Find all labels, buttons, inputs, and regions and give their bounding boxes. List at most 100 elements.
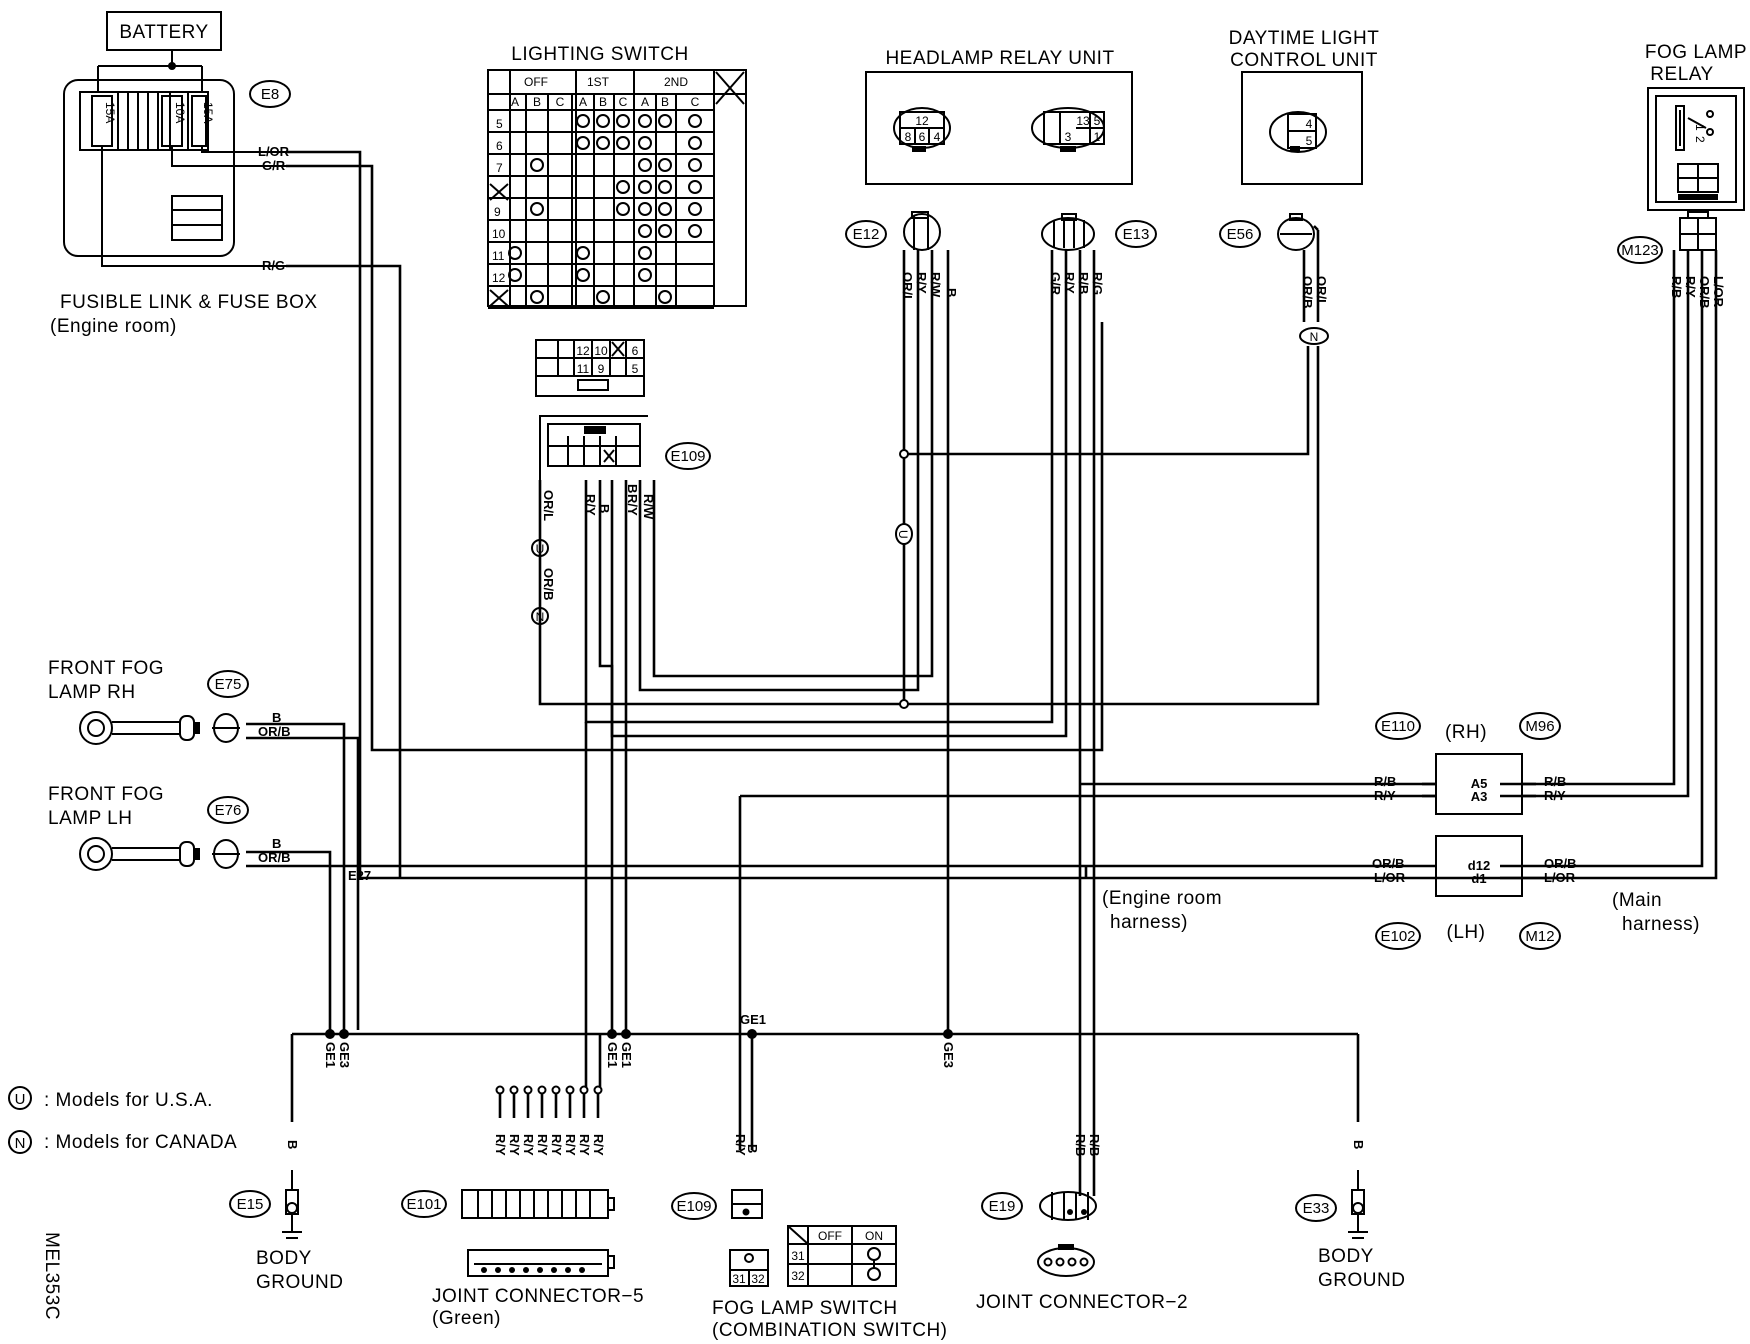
connector-e109-body	[539, 415, 648, 480]
svg-text:GE1: GE1	[619, 1042, 634, 1068]
lighting-switch-connector-face: 12 10 6 11 9 5	[535, 339, 645, 397]
svg-text:R/Y: R/Y	[493, 1134, 508, 1156]
svg-text:OR/L: OR/L	[541, 490, 556, 521]
front-fog-lh-label-2: LAMP LH	[48, 808, 132, 829]
svg-text:OR/B: OR/B	[1372, 856, 1405, 871]
model-u-marker-e12: U	[895, 523, 913, 545]
svg-text:R/Y: R/Y	[914, 272, 929, 294]
switch-contact	[638, 224, 652, 238]
svg-text:5: 5	[632, 362, 639, 376]
svg-text:E76: E76	[215, 802, 242, 819]
plug-e56	[1277, 213, 1315, 251]
svg-text:B: B	[944, 288, 959, 297]
switch-contact	[576, 136, 590, 150]
svg-text:OR/B: OR/B	[258, 724, 291, 739]
switch-contact	[688, 158, 702, 172]
svg-text:12: 12	[492, 271, 506, 285]
connector-e56: E56	[1219, 220, 1261, 248]
svg-text:6: 6	[496, 139, 503, 153]
svg-text:U: U	[896, 530, 910, 539]
connector-e15: E15	[229, 1190, 271, 1218]
svg-text:R/W: R/W	[641, 494, 656, 520]
connector-e13: E13	[1115, 220, 1157, 248]
svg-text:9: 9	[598, 362, 605, 376]
body-ground-2-label: BODY	[1318, 1246, 1374, 1267]
svg-text:E56: E56	[1227, 226, 1254, 243]
junction-ge1: GE1	[740, 1012, 766, 1027]
svg-text:E109: E109	[670, 448, 705, 465]
svg-text:13: 13	[1076, 114, 1090, 128]
switch-contact	[658, 180, 672, 194]
switch-contact	[576, 268, 590, 282]
svg-text:A: A	[511, 95, 519, 109]
front-fog-lamp-lh	[79, 837, 240, 871]
connector-e109-switch: E109	[671, 1192, 717, 1220]
svg-text:d12: d12	[1468, 858, 1490, 873]
svg-text:N: N	[1310, 330, 1319, 344]
fog-relay-label-2: RELAY	[1650, 64, 1713, 85]
fuse-box-sublabel: (Engine room)	[50, 316, 177, 337]
svg-text:A5: A5	[1471, 776, 1488, 791]
svg-text:31: 31	[791, 1249, 805, 1263]
svg-text:R/B: R/B	[1073, 1134, 1088, 1156]
switch-contact	[638, 268, 652, 282]
fuse-15a-1: 15A	[103, 102, 117, 123]
svg-text:: Models for U.S.A.: : Models for U.S.A.	[44, 1090, 213, 1111]
plug-m123	[1679, 211, 1717, 251]
switch-contact	[658, 290, 672, 304]
connector-e33: E33	[1295, 1194, 1337, 1222]
svg-text:R/B: R/B	[1374, 774, 1396, 789]
svg-text:B: B	[625, 484, 640, 493]
switch-contact	[658, 114, 672, 128]
connector-m96: M96	[1519, 712, 1561, 740]
svg-text:R/B: R/B	[1076, 272, 1091, 294]
svg-text:U: U	[15, 1091, 26, 1108]
svg-text:ON: ON	[865, 1229, 883, 1243]
svg-text:E8: E8	[261, 86, 279, 103]
svg-text:OR/L: OR/L	[900, 272, 915, 303]
body-ground-e15-icon	[282, 1170, 302, 1239]
switch-contact	[658, 224, 672, 238]
svg-text:8: 8	[905, 130, 912, 144]
daytime-light-label-2: CONTROL UNIT	[1230, 50, 1378, 71]
svg-text:B: B	[597, 504, 612, 513]
front-fog-lh-label: FRONT FOG	[48, 784, 164, 805]
legend-usa: U : Models for U.S.A.	[8, 1086, 213, 1111]
switch-contact	[658, 202, 672, 216]
svg-text:R/Y: R/Y	[1374, 788, 1396, 803]
switch-contact	[688, 136, 702, 150]
connector-e109: E109	[665, 442, 711, 470]
svg-text:B: B	[599, 95, 607, 109]
svg-text:E13: E13	[1123, 226, 1150, 243]
svg-text:R/Y: R/Y	[1544, 788, 1566, 803]
connector-e12: E12	[845, 220, 887, 248]
front-fog-lamp-rh	[79, 711, 240, 745]
svg-text:E15: E15	[237, 1196, 264, 1213]
svg-text:B: B	[661, 95, 669, 109]
svg-text:32: 32	[791, 1269, 805, 1283]
harness-connector-lh: d12 d1	[1435, 835, 1523, 897]
svg-text:GE1: GE1	[605, 1042, 620, 1068]
fog-switch-plug	[731, 1189, 763, 1219]
svg-text:12: 12	[915, 114, 929, 128]
svg-text:E33: E33	[1303, 1200, 1330, 1217]
headlamp-relay-label: HEADLAMP RELAY UNIT	[885, 48, 1114, 69]
body-ground-label-2: GROUND	[256, 1272, 343, 1293]
svg-text:1ST: 1ST	[587, 75, 610, 89]
daytime-light-label: DAYTIME LIGHT	[1229, 28, 1380, 49]
connector-e8: E8	[249, 80, 291, 108]
switch-contact	[530, 202, 544, 216]
svg-text:7: 7	[496, 161, 503, 175]
svg-text:E75: E75	[215, 676, 242, 693]
svg-text:OR/B: OR/B	[258, 850, 291, 865]
svg-text:M12: M12	[1525, 928, 1554, 945]
svg-text:12: 12	[576, 344, 590, 358]
switch-contact	[688, 202, 702, 216]
lighting-switch-label: LIGHTING SWITCH	[511, 44, 688, 65]
svg-text:C: C	[691, 95, 700, 109]
connector-m12: M12	[1519, 922, 1561, 950]
wire-label-r-g: R/G	[262, 258, 285, 273]
svg-text:R/Y: R/Y	[549, 1134, 564, 1156]
connector-m123: M123	[1617, 236, 1663, 264]
